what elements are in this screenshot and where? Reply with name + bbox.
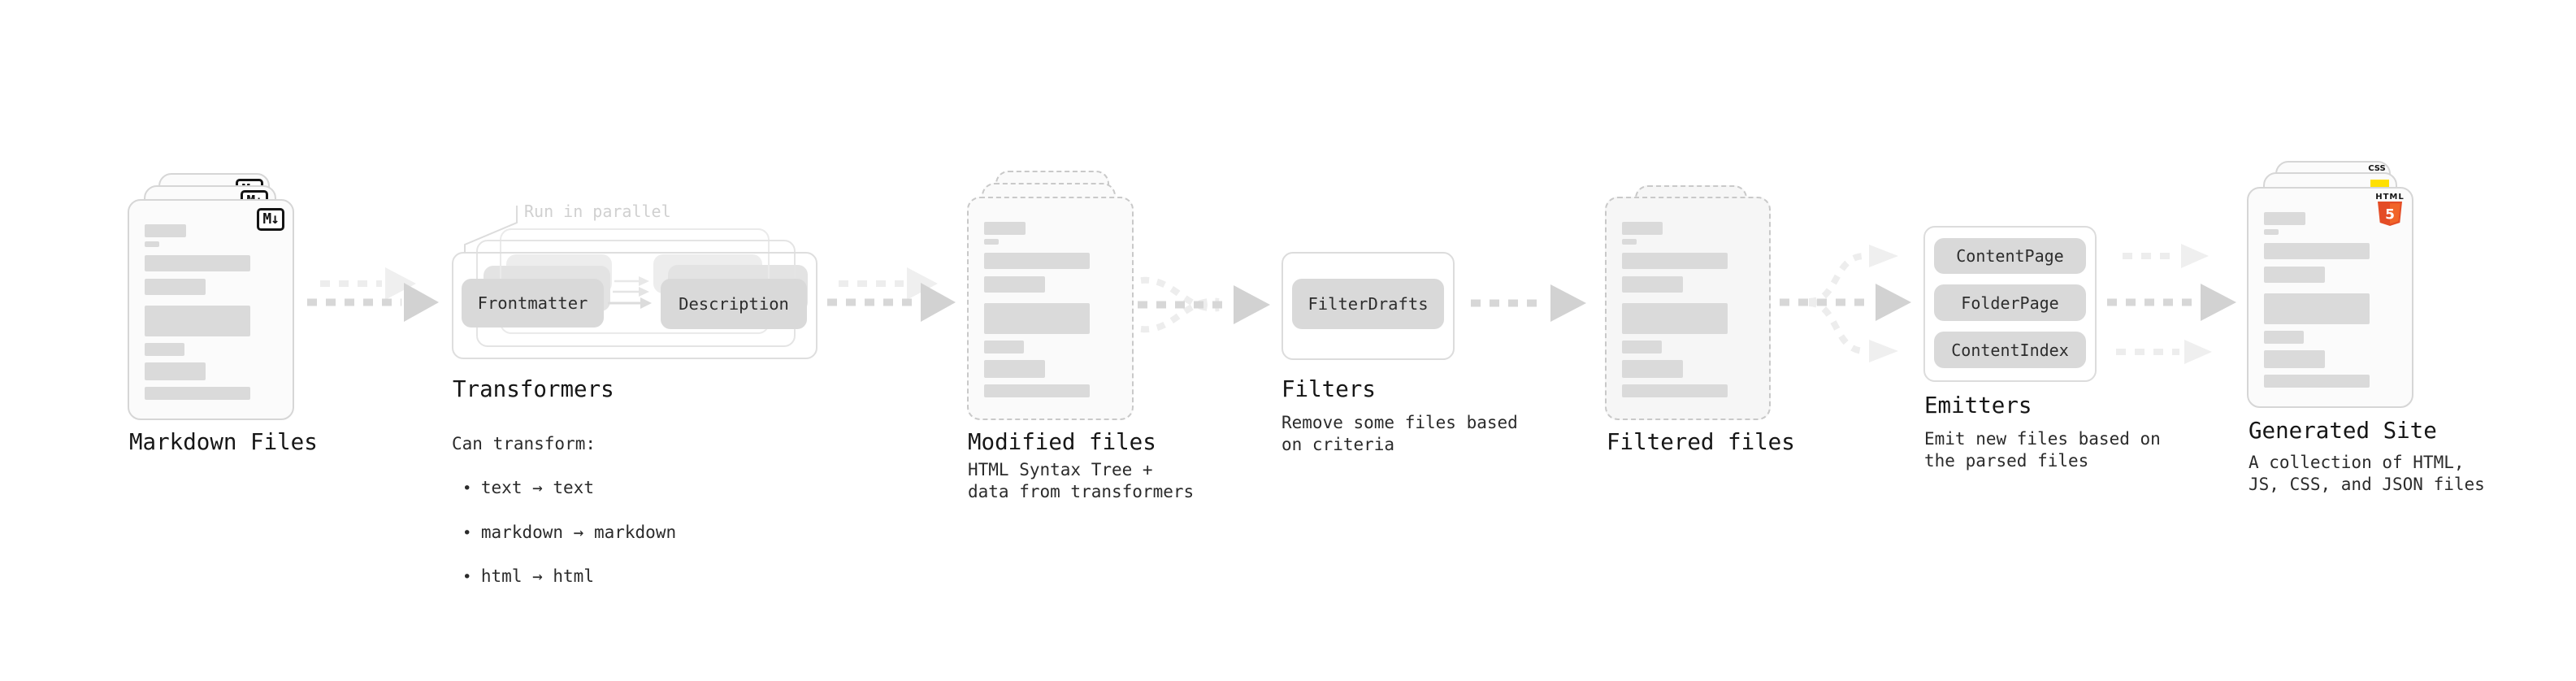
skeleton-line: [984, 253, 1091, 269]
description-step: Description: [661, 279, 807, 329]
skeleton-line: [984, 340, 1024, 354]
skeleton-line: [145, 362, 206, 380]
skeleton-line: [2264, 212, 2305, 225]
skeleton-line: [984, 239, 999, 245]
skeleton-line: [2264, 243, 2370, 259]
skeleton-line: [1622, 303, 1728, 334]
file-content-skeleton: [2264, 212, 2396, 388]
skeleton-line: [145, 387, 251, 400]
arrow-filters-to-filtered: [1471, 284, 1586, 322]
markdown-files-label: Markdown Files: [129, 429, 318, 455]
skeleton-line: [984, 303, 1091, 334]
html5-badge-text: HTML: [2375, 193, 2405, 202]
markdown-file-card-front: M↓: [128, 199, 294, 420]
emitters-label: Emitters: [1924, 393, 2032, 419]
skeleton-line: [2264, 229, 2279, 235]
filtered-file-card-front: [1605, 197, 1771, 420]
file-content-skeleton: [1622, 222, 1754, 397]
arrow-filtered-to-emitters-split: [1780, 245, 1911, 362]
skeleton-line: [145, 279, 206, 295]
skeleton-line: [2264, 331, 2304, 344]
generated-site-label: Generated Site: [2249, 418, 2437, 444]
modified-file-card-front: [967, 197, 1134, 420]
skeleton-line: [2264, 375, 2370, 388]
file-content-skeleton: [145, 224, 277, 400]
skeleton-line: [1622, 340, 1662, 354]
arrow-markdown-to-transformers: [307, 267, 439, 322]
filterdrafts-step: FilterDrafts: [1292, 279, 1444, 329]
filters-description: Remove some files based on criteria: [1281, 413, 1518, 454]
transformers-description: Can transform: text → text markdown → ma…: [452, 411, 676, 632]
skeleton-line: [2264, 293, 2370, 324]
folderpage-emitter: FolderPage: [1934, 284, 2086, 321]
skeleton-line: [145, 241, 159, 247]
skeleton-line: [1622, 239, 1637, 245]
filters-label: Filters: [1281, 376, 1376, 402]
file-content-skeleton: [984, 222, 1117, 397]
skeleton-line: [984, 384, 1091, 397]
skeleton-line: [1622, 384, 1728, 397]
modified-files-label: Modified files: [968, 429, 1156, 455]
arrow-transformers-to-modified: [827, 267, 956, 322]
skeleton-line: [2264, 350, 2325, 368]
html5-icon: HTML 5: [2375, 193, 2405, 226]
css-badge-text: CSS: [2368, 164, 2386, 173]
markdown-icon: M↓: [257, 208, 284, 231]
arrow-modified-to-filters-merge: [1138, 276, 1270, 333]
frontmatter-step: Frontmatter: [462, 279, 604, 327]
skeleton-line: [984, 276, 1045, 293]
transform-bullet: text → text: [462, 477, 676, 500]
skeleton-line: [1622, 253, 1728, 269]
generated-site-description: A collection of HTML, JS, CSS, and JSON …: [2249, 453, 2485, 494]
skeleton-line: [1622, 276, 1683, 293]
run-in-parallel-note: Run in parallel: [524, 202, 671, 221]
skeleton-line: [984, 360, 1045, 378]
skeleton-line: [1622, 222, 1663, 235]
skeleton-line: [2264, 267, 2325, 283]
transformers-label: Transformers: [453, 376, 614, 402]
modified-files-description: HTML Syntax Tree + data from transformer…: [968, 460, 1195, 501]
skeleton-line: [984, 222, 1026, 235]
filtered-files-label: Filtered files: [1607, 429, 1795, 455]
html-file-card: HTML 5: [2247, 187, 2413, 408]
arrow-emitters-to-generated: [2107, 244, 2236, 364]
transform-bullet: markdown → markdown: [462, 522, 676, 544]
skeleton-line: [1622, 360, 1683, 378]
html5-number: 5: [2385, 207, 2395, 223]
skeleton-line: [145, 224, 186, 237]
skeleton-line: [145, 343, 184, 356]
html5-shield: 5: [2378, 202, 2402, 226]
skeleton-line: [145, 255, 251, 271]
transform-bullet: html → html: [462, 566, 676, 588]
skeleton-line: [145, 306, 251, 336]
contentindex-emitter: ContentIndex: [1934, 332, 2086, 368]
can-transform-title: Can transform:: [452, 434, 596, 453]
transformer-layer-front: [452, 252, 817, 359]
html5-shield-right: [2390, 203, 2400, 224]
contentpage-emitter: ContentPage: [1934, 238, 2086, 274]
emitters-description: Emit new files based on the parsed files: [1924, 429, 2161, 471]
transform-bullet-list: text → text markdown → markdown html → h…: [452, 455, 676, 610]
